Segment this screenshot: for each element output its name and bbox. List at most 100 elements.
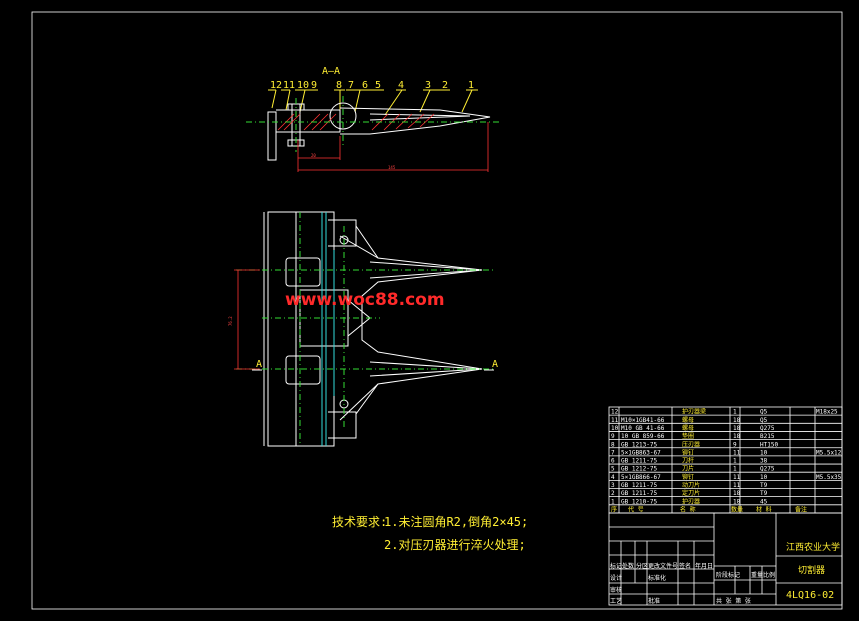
notes-line-1: 1.未注圆角R2,倒角2×45; xyxy=(384,514,528,529)
parts-cell-no: 3 xyxy=(611,482,615,489)
tb-stage-mark: 阶段标记 xyxy=(716,571,740,579)
parts-cell-name: 刀杆 xyxy=(682,457,694,465)
balloon-row: 12 11 10 9 8 7 6 5 4 3 2 1 xyxy=(270,80,474,91)
parts-cell-mat: 10 xyxy=(760,474,768,481)
parts-cell-mat: 38 xyxy=(760,458,768,465)
centerlines-plan xyxy=(236,212,494,446)
parts-cell-name: 动刀片 xyxy=(682,481,700,489)
parts-cell-no: 12 xyxy=(611,409,619,416)
technical-notes: 技术要求: 1.未注圆角R2,倒角2×45; 2.对压刃器进行淬火处理; xyxy=(332,514,528,552)
tb-mark: 标记 xyxy=(610,562,622,570)
parts-cell-mat: Q5 xyxy=(760,417,768,424)
tb-change-doc: 更改文件号 xyxy=(648,562,678,570)
clip-bottom xyxy=(285,355,321,385)
blade-section xyxy=(369,113,471,121)
blade-bottom xyxy=(369,361,483,377)
clip-top xyxy=(285,257,321,287)
tb-craft: 工艺 xyxy=(610,597,622,605)
parts-cell-qty: 1 xyxy=(733,409,737,416)
balloon-9: 9 xyxy=(311,80,317,91)
parts-cell-mat: Q5 xyxy=(760,409,768,416)
parts-cell-code: M10×1GB41-66 xyxy=(621,417,665,424)
watermark: www.woc88.com xyxy=(285,290,445,310)
balloon-8: 8 xyxy=(336,80,342,91)
parts-cell-no: 1 xyxy=(611,498,615,505)
parts-cell-code: M10 GB 41-66 xyxy=(621,425,665,432)
title-block: 标记 处数 分区 更改文件号 签名 年月日 设计 标准化 审核 工艺 批准 阶段… xyxy=(608,512,843,606)
beam-outline xyxy=(267,211,335,447)
parts-cell-qty: 18 xyxy=(733,425,741,432)
balloon-3: 3 xyxy=(425,80,431,91)
parts-cell-name: 护刃器 xyxy=(682,497,700,505)
tb-sheets: 共 张 第 张 xyxy=(716,597,751,605)
revision-grid xyxy=(609,526,714,605)
parts-cell-qty: 18 xyxy=(733,490,741,497)
parts-header-name: 名 称 xyxy=(680,505,696,513)
parts-cell-no: 11 xyxy=(611,417,619,424)
plan-view: 76.2 A A xyxy=(228,211,498,447)
parts-cell-mat: Q275 xyxy=(760,466,775,473)
parts-cell-name: 压刃器 xyxy=(682,441,700,448)
parts-cell-name: 刀片 xyxy=(682,465,694,473)
parts-cell-qty: 9 xyxy=(733,441,737,448)
parts-cell-no: 4 xyxy=(611,474,615,481)
balloon-4: 4 xyxy=(398,80,404,91)
parts-cell-no: 5 xyxy=(611,466,615,473)
balloon-11: 11 xyxy=(283,80,295,91)
tb-design: 设计 xyxy=(610,574,622,582)
parts-cell-name: 护刃器梁 xyxy=(682,408,706,416)
parts-cell-qty: 18 xyxy=(733,433,741,440)
parts-cell-mat: 45 xyxy=(760,498,768,505)
parts-cell-code: GB 1211-75 xyxy=(621,490,658,497)
parts-header-qty: 数量 xyxy=(731,505,743,513)
parts-cell-mat: 10 xyxy=(760,449,768,456)
tb-school: 江西农业大学 xyxy=(786,541,840,553)
parts-cell-name: 铆钉 xyxy=(682,448,694,456)
clip-section xyxy=(329,102,357,130)
parts-cell-code: GB 1211-75 xyxy=(621,482,658,489)
parts-cell-code: GB 1213-75 xyxy=(621,441,658,448)
balloon-7: 7 xyxy=(348,80,354,91)
tb-drawing-no: 4LQ16-02 xyxy=(786,590,834,601)
parts-cell-code: 10 GB 859-66 xyxy=(621,433,665,440)
parts-cell-qty: 1 xyxy=(733,458,737,465)
blade-top xyxy=(369,261,483,279)
tb-sign: 签名 xyxy=(679,562,691,570)
guard-section xyxy=(339,107,491,135)
parts-cell-code: GB 1211-75 xyxy=(621,458,658,465)
parts-cell-mat: T9 xyxy=(760,482,768,489)
parts-cell-no: 6 xyxy=(611,458,615,465)
parts-cell-note: M5.5x35 xyxy=(816,474,842,481)
parts-cell-no: 2 xyxy=(611,490,615,497)
parts-cell-name: 垫圈 xyxy=(682,432,694,440)
parts-cell-mat: HT150 xyxy=(760,441,778,448)
parts-header-note: 备注 xyxy=(795,505,807,513)
tb-weight: 重量 xyxy=(751,571,763,579)
parts-cell-qty: 11 xyxy=(733,474,741,481)
parts-cell-mat: B215 xyxy=(760,433,775,440)
parts-cell-name: 螺母 xyxy=(682,416,694,424)
sheet-frame xyxy=(31,11,843,610)
cut-label-left: A xyxy=(256,359,262,370)
balloon-12: 12 xyxy=(270,80,282,91)
tb-part-name: 切割器 xyxy=(798,564,825,576)
parts-cell-mat: Q275 xyxy=(760,425,775,432)
dim-20: 20 xyxy=(311,153,316,158)
notes-line-2: 2.对压刃器进行淬火处理; xyxy=(384,537,526,552)
guard-plate-bottom xyxy=(328,411,357,439)
parts-cell-note: M18x25 xyxy=(816,409,838,416)
parts-cell-name: 铆钉 xyxy=(682,473,694,481)
tb-check: 审核 xyxy=(610,586,622,594)
parts-cell-qty: 11 xyxy=(733,482,741,489)
balloon-6: 6 xyxy=(362,80,368,91)
beam-flange xyxy=(267,111,277,161)
parts-cell-name: 定刀片 xyxy=(682,489,700,497)
dim-145: 145 xyxy=(388,165,396,170)
parts-cell-code: 5×1GB866-67 xyxy=(621,474,661,481)
guard-fingers xyxy=(355,225,483,415)
parts-cell-code: GB 1212-75 xyxy=(621,466,658,473)
